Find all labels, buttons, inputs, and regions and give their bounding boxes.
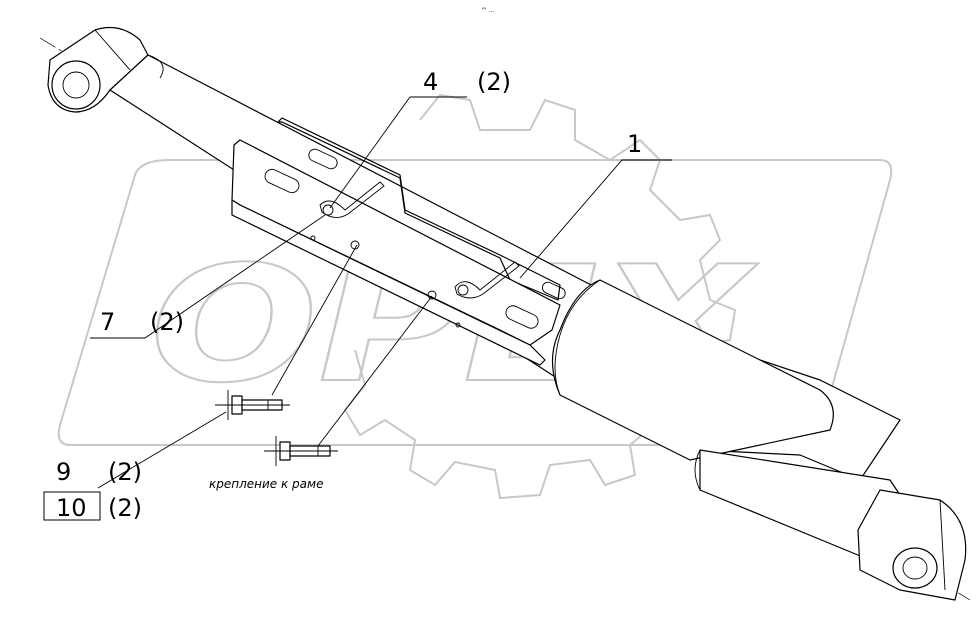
leader-1 [519, 159, 672, 279]
bolt-9 [215, 390, 290, 420]
callout-7-qty: (2) [150, 308, 184, 336]
frame-mount-note: крепление к раме [209, 477, 323, 491]
callout-10-qty: (2) [108, 494, 142, 522]
callout-7-number: 7 [100, 308, 115, 336]
top-mark: "' ... [482, 7, 494, 14]
leader-9 [97, 411, 227, 489]
callout-10-box [43, 491, 101, 521]
callout-4-qty: (2) [477, 68, 511, 96]
right-rod-end [699, 449, 967, 601]
leader-lines [90, 96, 672, 489]
leader-7 [90, 214, 326, 339]
bolt-10 [264, 436, 338, 466]
sleeve-tube [551, 279, 834, 491]
leader-bolt-b [317, 295, 433, 447]
left-eye-end [47, 27, 149, 113]
leader-bolt-a [271, 244, 358, 396]
bracket-plate-assembly [231, 117, 566, 366]
callout-10-number: 10 [56, 494, 87, 522]
callout-9-number: 9 [56, 458, 71, 486]
callout-1-number: 1 [627, 130, 642, 158]
callout-4-number: 4 [423, 68, 438, 96]
callout-9-qty: (2) [108, 458, 142, 486]
leader-4 [329, 96, 467, 209]
callouts: 4 (2) 1 7 (2) 9 (2) 10 (2) [43, 68, 642, 522]
